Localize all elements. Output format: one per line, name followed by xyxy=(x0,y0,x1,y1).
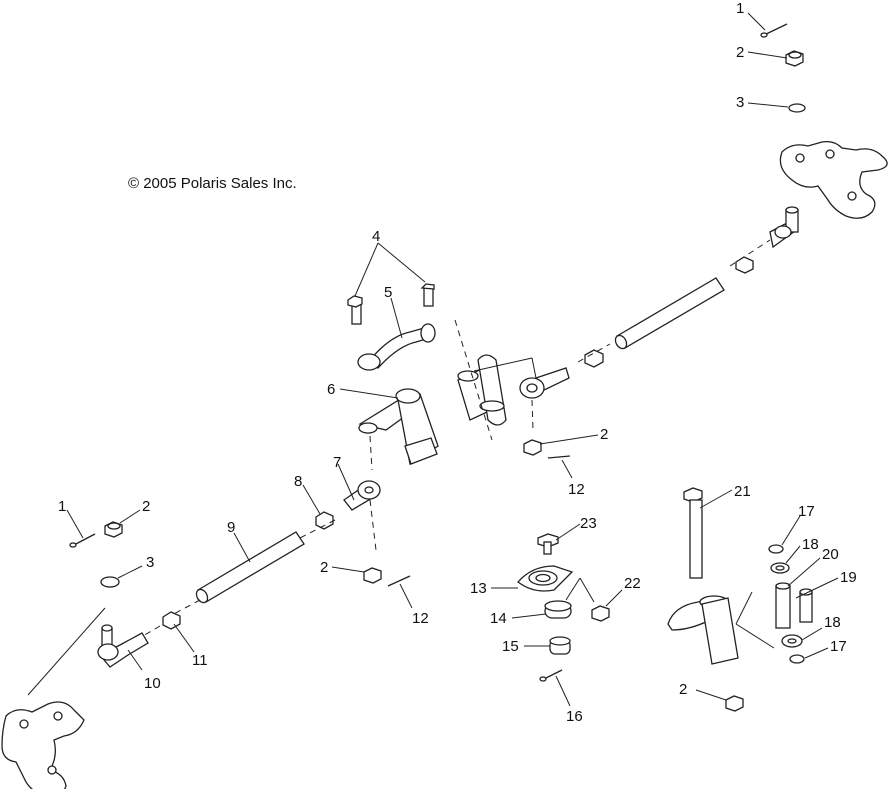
jam-nut-left-inner xyxy=(315,511,334,530)
callout-9: 9 xyxy=(227,519,235,536)
callout-2-left: 2 xyxy=(142,498,150,515)
bushing-18-bottom xyxy=(781,634,803,648)
bushing-15 xyxy=(549,636,571,655)
callout-1-top-right: 1 xyxy=(736,0,744,17)
tie-rod-end-center xyxy=(519,367,570,399)
tie-rod-end-right xyxy=(769,206,799,249)
callout-12-left: 12 xyxy=(412,610,429,627)
washer-left xyxy=(100,576,120,588)
jam-nut-left-outer xyxy=(162,611,181,630)
tie-rod-end-left xyxy=(97,624,149,668)
callout-7: 7 xyxy=(333,454,341,471)
cotter-pin-top-right xyxy=(760,23,788,38)
nut-left xyxy=(104,521,123,538)
copyright-text: © 2005 Polaris Sales Inc. xyxy=(128,175,297,192)
sleeve-20 xyxy=(775,582,791,629)
callout-3-left: 3 xyxy=(146,554,154,571)
callout-17-bottom: 17 xyxy=(830,638,847,655)
bolt-23 xyxy=(537,533,559,555)
tie-rod-end-inner-left xyxy=(343,480,381,511)
callout-20: 20 xyxy=(822,546,839,563)
nut-center-right xyxy=(523,439,542,456)
callout-13: 13 xyxy=(470,580,487,597)
bushing-14 xyxy=(544,600,572,619)
callout-19: 19 xyxy=(840,569,857,586)
callout-2-bottom-right: 2 xyxy=(679,681,687,698)
callout-4: 4 xyxy=(372,228,380,245)
idler-arm xyxy=(667,595,739,665)
nut-top-right xyxy=(785,50,804,67)
callout-23: 23 xyxy=(580,515,597,532)
callout-12-right: 12 xyxy=(568,481,585,498)
cotter-pin-center-right xyxy=(547,455,571,459)
callout-1-left: 1 xyxy=(58,498,66,515)
idler-plate xyxy=(517,565,574,592)
callout-10: 10 xyxy=(144,675,161,692)
callout-5: 5 xyxy=(384,284,392,301)
drag-link xyxy=(357,323,436,371)
tie-rod-left xyxy=(195,531,305,604)
sleeve-19 xyxy=(799,588,813,623)
washer-17-top xyxy=(768,544,784,554)
callout-2-center-left: 2 xyxy=(320,559,328,576)
jam-nut-center xyxy=(584,349,604,368)
jam-nut-right xyxy=(735,256,754,274)
callout-15: 15 xyxy=(502,638,519,655)
spindle-right xyxy=(779,140,888,219)
bolt-21 xyxy=(683,487,703,579)
callout-2-top-right: 2 xyxy=(736,44,744,61)
callout-21: 21 xyxy=(734,483,751,500)
bolt-4-left xyxy=(347,295,363,325)
callout-18-top: 18 xyxy=(802,536,819,553)
cotter-pin-center-left xyxy=(387,575,411,587)
callout-3-top-right: 3 xyxy=(736,94,744,111)
washer-top-right xyxy=(788,103,806,113)
cotter-pin-16 xyxy=(539,669,563,682)
callout-22: 22 xyxy=(624,575,641,592)
steering-post-bracket xyxy=(457,354,507,426)
callout-16: 16 xyxy=(566,708,583,725)
callout-6: 6 xyxy=(327,381,335,398)
washer-17-bottom xyxy=(789,654,805,664)
callout-2-center-right: 2 xyxy=(600,426,608,443)
pitman-arm xyxy=(358,388,439,466)
spindle-left xyxy=(1,701,85,789)
callout-14: 14 xyxy=(490,610,507,627)
callout-17-top: 17 xyxy=(798,503,815,520)
callout-11: 11 xyxy=(192,652,208,669)
bolt-4-right xyxy=(420,283,435,307)
callout-8: 8 xyxy=(294,473,302,490)
callout-18-bottom: 18 xyxy=(824,614,841,631)
cotter-pin-left xyxy=(69,533,96,548)
bushing-18-top xyxy=(770,562,790,574)
nut-22 xyxy=(591,605,610,622)
tie-rod-right xyxy=(614,277,725,350)
nut-bottom-right xyxy=(725,695,744,712)
nut-center-left xyxy=(363,567,382,584)
